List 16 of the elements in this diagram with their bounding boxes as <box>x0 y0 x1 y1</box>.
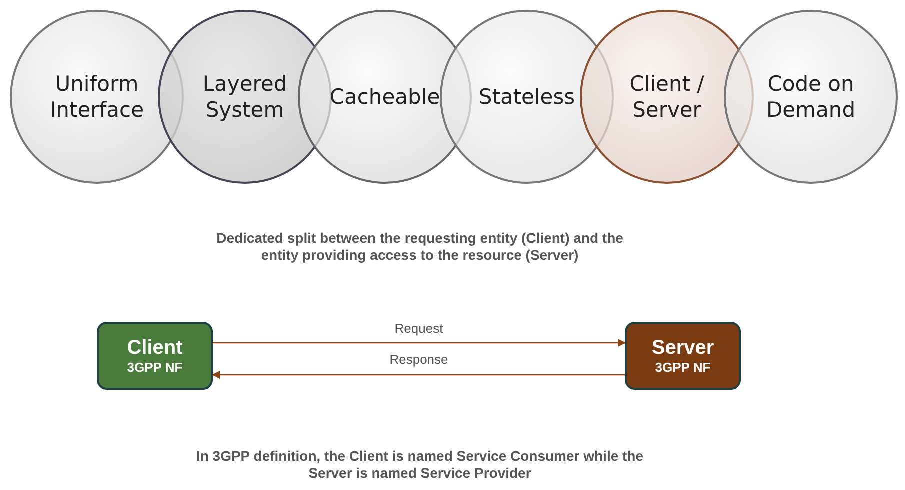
node-label: Cacheable <box>330 84 440 110</box>
node-box <box>625 322 741 390</box>
note-text: Dedicated split between the requesting entity (Client) and the entity providing access to the resource (Server) <box>216 230 624 264</box>
node-title: Server <box>652 337 714 360</box>
node-label: Code on Demand <box>765 71 857 123</box>
node-label: Stateless <box>478 84 576 110</box>
node-label: Layered System <box>202 71 288 123</box>
node-subtitle: 3GPP NF <box>655 360 711 375</box>
node-label: Uniform Interface <box>48 71 146 123</box>
node-subtitle: 3GPP NF <box>127 360 183 375</box>
node-label: Client / Server <box>628 71 706 123</box>
note-text: In 3GPP definition, the Client is named Service Consumer while the Server is named Service Provider <box>195 448 645 482</box>
arrow <box>212 371 625 379</box>
node-title: Client <box>127 337 183 360</box>
arrow <box>213 339 626 347</box>
node-box <box>97 322 213 390</box>
